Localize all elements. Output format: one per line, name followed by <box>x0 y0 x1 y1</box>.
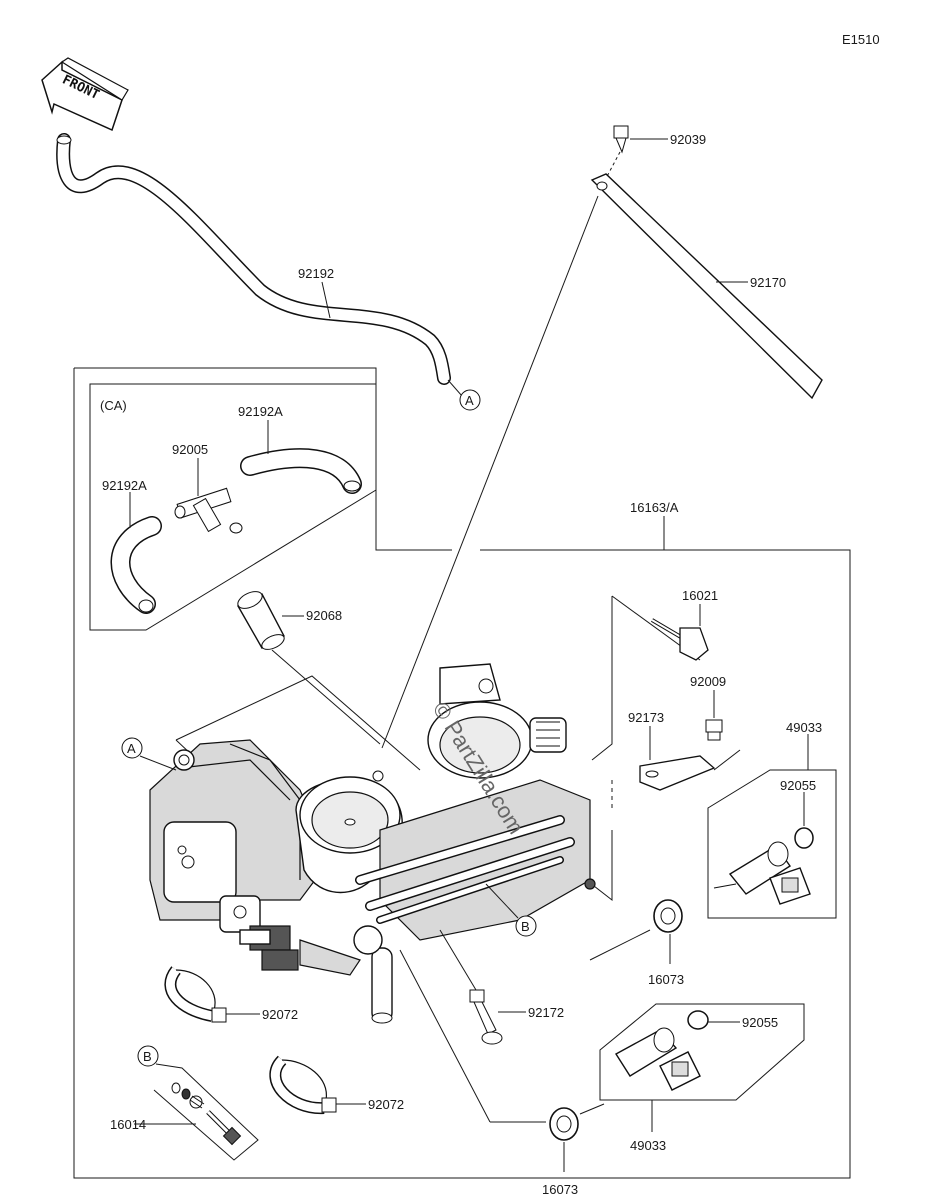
screw-16021-icon <box>650 618 709 661</box>
label-92072-a: 92072 <box>262 1007 298 1022</box>
injector-box-low <box>599 1003 805 1101</box>
tee-92005 <box>174 487 243 534</box>
hose-92192a-left <box>110 516 162 614</box>
label-49033-top: 49033 <box>786 720 822 735</box>
ca-label: (CA) <box>100 398 127 413</box>
oring-92055-low <box>687 1010 709 1030</box>
label-92009: 92009 <box>690 674 726 689</box>
hose-92192 <box>56 133 451 385</box>
ref-b-low: B <box>137 1045 159 1067</box>
label-92055-low: 92055 <box>742 1015 778 1030</box>
cable-tie-92072-a <box>164 966 227 1023</box>
injector-49033-low <box>615 1027 701 1091</box>
ref-a-left: A <box>121 737 143 759</box>
clamp-92173-icon <box>639 755 716 791</box>
label-92192a-left: 92192A <box>102 478 147 493</box>
label-92055-top: 92055 <box>780 778 816 793</box>
oring-92055-top <box>794 827 814 849</box>
diagram-code: E1510 <box>842 32 880 47</box>
label-92192: 92192 <box>298 266 334 281</box>
injector-box-top <box>707 769 837 919</box>
label-16073-mid: 16073 <box>648 972 684 987</box>
label-92192a-top: 92192A <box>238 404 283 419</box>
injector-49033-top <box>713 841 811 905</box>
washer-16073-low <box>549 1107 579 1141</box>
strap-92170 <box>590 173 823 400</box>
label-16014: 16014 <box>110 1117 146 1132</box>
svg-text:A: A <box>465 393 474 408</box>
hose-92192a-top <box>240 448 362 494</box>
ca-box <box>89 383 377 631</box>
label-92072-b: 92072 <box>368 1097 404 1112</box>
ref-a-top: A <box>459 389 481 411</box>
label-16163a: 16163/A <box>630 500 679 515</box>
throttle-body-assembly <box>149 663 596 1024</box>
label-92068: 92068 <box>306 608 342 623</box>
label-49033-low: 49033 <box>630 1138 666 1153</box>
svg-text:B: B <box>521 919 530 934</box>
bolt-92039-icon <box>613 125 629 154</box>
label-92005: 92005 <box>172 442 208 457</box>
label-92170: 92170 <box>750 275 786 290</box>
label-92039: 92039 <box>670 132 706 147</box>
label-16021: 16021 <box>682 588 718 603</box>
screw-92172-icon <box>469 989 503 1045</box>
front-arrow-icon: FRONT <box>41 57 129 132</box>
svg-text:A: A <box>127 741 136 756</box>
label-92172: 92172 <box>528 1005 564 1020</box>
svg-text:B: B <box>143 1049 152 1064</box>
cable-tie-92072-b <box>269 1055 337 1115</box>
label-92173: 92173 <box>628 710 664 725</box>
cap-92068 <box>237 591 285 650</box>
screw-92009-icon <box>705 719 723 741</box>
label-16073-low: 16073 <box>542 1182 578 1197</box>
washer-16073-mid <box>653 899 683 933</box>
adjuster-16014-icon <box>171 1082 242 1146</box>
ref-b-mid: B <box>515 915 537 937</box>
